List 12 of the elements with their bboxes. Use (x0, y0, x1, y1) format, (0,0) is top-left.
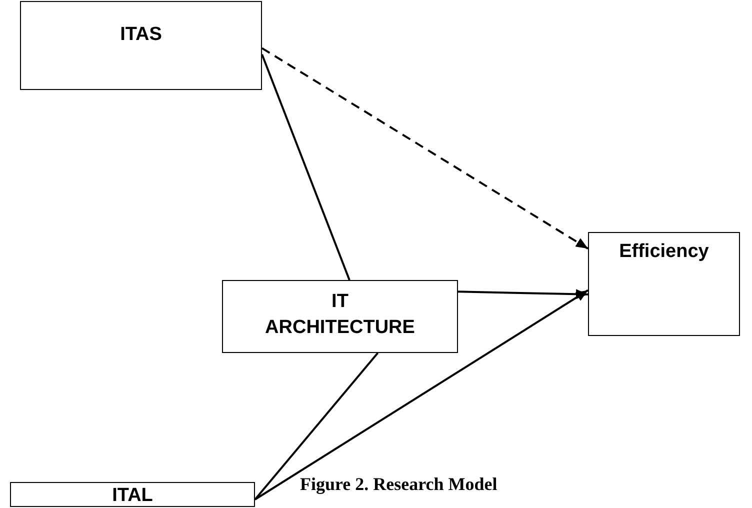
process-box (222, 280, 458, 353)
node-label: Efficiency (619, 240, 709, 264)
arrow (458, 289, 588, 300)
node-label: ITAL (112, 484, 153, 508)
arrow (261, 47, 589, 250)
node-label: IT ARCHITECTURE (265, 290, 415, 340)
node-label: ITAS (120, 23, 162, 47)
figure-caption: Figure 2. Research Model (300, 474, 498, 495)
process-box (10, 482, 255, 507)
process-box (588, 232, 740, 336)
process-box (20, 1, 262, 90)
arrow (254, 289, 589, 500)
